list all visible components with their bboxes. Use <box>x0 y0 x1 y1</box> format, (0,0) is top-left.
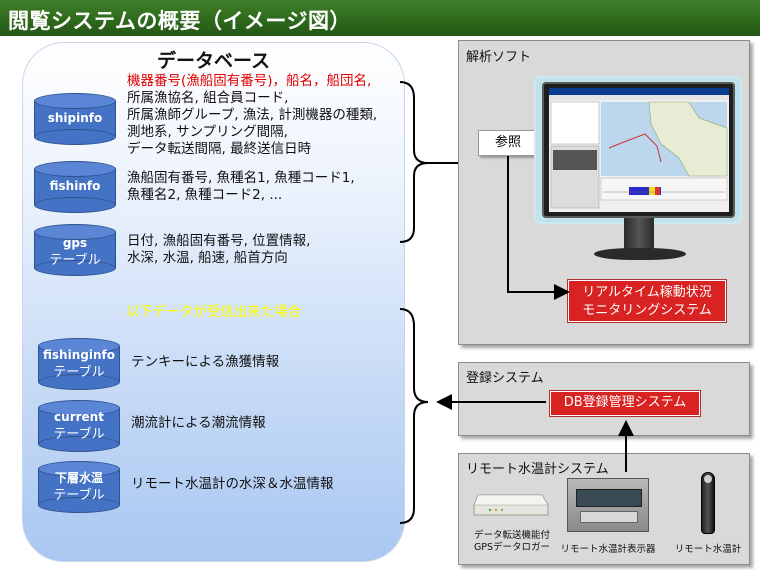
gps-fields-line1: 日付, 漁船固有番号, 位置情報, <box>127 233 311 249</box>
current-desc: 潮流計による潮流情報 <box>131 415 266 431</box>
fishinginfo-desc: テンキーによる漁獲情報 <box>131 354 280 370</box>
database-title: データベース <box>156 50 271 72</box>
monitor-base <box>594 248 686 260</box>
shipinfo-cylinder: shipinfo <box>34 93 116 145</box>
gps-label: gps <box>62 236 88 250</box>
map-screenshot <box>549 88 729 209</box>
gps-cylinder: gps テーブル <box>34 224 116 276</box>
monitoring-system-line2: モニタリングシステム <box>582 303 712 318</box>
upper-brace <box>399 81 429 243</box>
condition-text: 以下データが受信出来た場合 <box>125 304 302 320</box>
device1-caption-line2: GPSデータロガー <box>473 542 551 553</box>
current-sublabel: テーブル <box>53 427 105 442</box>
reference-label: 参照 <box>478 130 538 156</box>
gps-fields: 日付, 漁船固有番号, 位置情報, 水深, 水温, 船速, 船首方向 <box>127 233 310 267</box>
fishinfo-fields-line1: 漁船固有番号, 魚種名1, 魚種コード1, <box>127 170 355 186</box>
monitoring-system-button[interactable]: リアルタイム稼動状況 モニタリングシステム <box>567 279 727 323</box>
monitoring-system-line1: リアルタイム稼動状況 <box>582 285 712 300</box>
shipinfo-fields-line4: 測地系, サンプリング間隔, <box>127 124 288 140</box>
device2-caption: リモート水温計表示器 <box>560 544 656 555</box>
analysis-title: 解析ソフト <box>466 50 532 65</box>
fishinfo-label: fishinfo <box>49 179 101 193</box>
fishinfo-cylinder: fishinfo <box>34 161 116 213</box>
device3-caption: リモート水温計 <box>674 544 742 555</box>
fishinfo-fields-line2: 魚種名2, 魚種コード2, ... <box>127 187 283 203</box>
thermometer-probe-image <box>701 472 715 534</box>
db-registration-button[interactable]: DB登録管理システム <box>549 390 701 417</box>
reference-arrow <box>507 156 570 300</box>
lower-temp-cylinder: 下層水温 テーブル <box>38 461 120 513</box>
shipinfo-fields-line3: 所属漁師グループ, 漁法, 計測機器の種類, <box>127 107 378 123</box>
gps-data-logger-image <box>472 487 550 521</box>
page-title: 閲覧システムの概要（イメージ図） <box>8 9 351 33</box>
monitor-neck <box>624 218 654 252</box>
thermometer-display-image <box>567 478 649 532</box>
registration-title: 登録システム <box>466 371 544 386</box>
shipinfo-label: shipinfo <box>47 111 103 125</box>
shipinfo-fields: 機器番号(漁船固有番号)，船名，船団名, 所属漁協名, 組合員コード, 所属漁師… <box>127 73 377 158</box>
lower-brace <box>399 308 429 524</box>
device1-caption: データ転送機能付 GPSデータロガー <box>466 530 558 554</box>
current-label: current <box>54 410 104 424</box>
title-bar: 閲覧システムの概要（イメージ図） <box>0 0 760 36</box>
current-cylinder: current テーブル <box>38 400 120 452</box>
fishinginfo-sublabel: テーブル <box>53 365 105 380</box>
lower-temp-label: 下層水温 <box>54 471 103 485</box>
fishinfo-fields: 漁船固有番号, 魚種名1, 魚種コード1, 魚種名2, 魚種コード2, ... <box>127 170 355 204</box>
gps-sublabel: テーブル <box>49 253 101 268</box>
shipinfo-fields-line2: 所属漁協名, 組合員コード, <box>127 90 289 106</box>
shipinfo-fields-line5: データ転送間隔, 最終送信日時 <box>127 141 312 157</box>
lower-temp-desc: リモート水温計の水深＆水温情報 <box>131 476 334 492</box>
lower-temp-sublabel: テーブル <box>53 488 105 503</box>
monitor-screen <box>549 88 729 212</box>
remote-thermometer-title: リモート水温計システム <box>466 462 609 477</box>
fishinginfo-cylinder: fishinginfo テーブル <box>38 338 120 390</box>
fishinginfo-label: fishinginfo <box>43 348 115 362</box>
device1-caption-line1: データ転送機能付 <box>473 530 550 541</box>
gps-fields-line2: 水深, 水温, 船速, 船首方向 <box>127 250 288 266</box>
shipinfo-fields-line1: 機器番号(漁船固有番号)，船名，船団名, <box>127 73 372 89</box>
